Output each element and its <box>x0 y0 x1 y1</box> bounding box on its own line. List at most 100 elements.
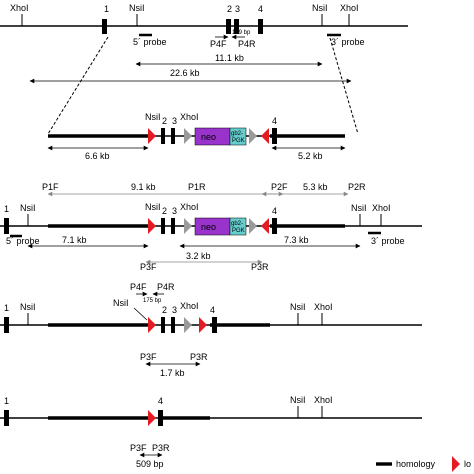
loxp-site <box>261 218 269 234</box>
fragment-7kb-label: 7.1 kb <box>62 235 87 245</box>
xhol-label: XhoI <box>314 395 333 405</box>
probe-3-label: 3´ probe <box>371 236 405 246</box>
legend-loxp-swatch <box>452 456 460 472</box>
floxed-allele: P4F P4R 175 bp NsiI 1 NsiI 2 3 XhoI 4 Ns… <box>0 282 422 378</box>
exon-4-label: 4 <box>272 206 277 216</box>
primer-p4f-label: P4F <box>210 39 227 49</box>
nsil-label: NsiI <box>113 298 129 308</box>
exon-2 <box>161 317 165 333</box>
pcr-3kb-label: 3.2 kb <box>186 251 211 261</box>
primer-p3r-label: P3R <box>251 262 269 272</box>
exon-3-label: 3 <box>235 4 240 14</box>
frt-site <box>249 128 257 144</box>
nsil-label: NsiI <box>129 3 145 13</box>
exon-4-label: 4 <box>272 116 277 126</box>
frt-site <box>184 317 192 333</box>
legend: homology lo <box>376 456 471 472</box>
pgk-label-1: gb2- <box>231 131 243 137</box>
primer-p2r-label: P2R <box>348 182 366 192</box>
exon-2-label: 2 <box>162 116 167 126</box>
arm-5kb-label: 5.2 kb <box>298 151 323 161</box>
exon-2 <box>161 128 165 144</box>
nsil-label: NsiI <box>20 203 36 213</box>
exon-2 <box>161 218 165 234</box>
loxp-site <box>148 218 156 234</box>
homology-left-dashed <box>47 36 109 135</box>
neo-label: neo <box>201 132 216 142</box>
xhol-label: XhoI <box>372 203 391 213</box>
exon-4 <box>158 410 163 426</box>
primer-p1f-label: P1F <box>42 182 59 192</box>
xhol-label: XhoI <box>340 3 359 13</box>
exon-4-label: 4 <box>258 4 263 14</box>
pcr-size-label: 129 bp <box>232 30 251 36</box>
pgk-promoter <box>229 127 247 146</box>
fragment-7kb-label: 7.3 kb <box>284 235 309 245</box>
nsil-label: NsiI <box>20 302 36 312</box>
frt-site <box>184 128 192 144</box>
primer-p1r-label: P1R <box>188 182 206 192</box>
exon-3 <box>171 317 175 333</box>
exon-4 <box>272 128 277 144</box>
exon-3 <box>171 218 175 234</box>
fragment-22kb-label: 22.6 kb <box>170 68 200 78</box>
primer-p3f-label: P3F <box>140 262 157 272</box>
legend-loxp-label: lo <box>464 459 471 469</box>
xhol-label: XhoI <box>180 112 199 122</box>
exon-3-label: 3 <box>172 305 177 315</box>
pgk-label-1: gb2- <box>231 221 243 227</box>
loxp-site <box>199 317 207 333</box>
exon-3-label: 3 <box>172 206 177 216</box>
legend-homology-label: homology <box>396 459 436 469</box>
exon-4 <box>272 218 277 234</box>
primer-p2f-label: P2F <box>271 182 288 192</box>
nsil-label: NsiI <box>145 112 161 122</box>
exon-1-label: 1 <box>4 204 9 214</box>
frt-site <box>249 218 257 234</box>
loxp-site <box>148 410 156 426</box>
homology-right-dashed <box>329 37 359 135</box>
exon-1-label: 1 <box>104 4 109 14</box>
exon-1-label: 1 <box>4 396 9 406</box>
primer-p4r-label: P4R <box>238 39 256 49</box>
wildtype-locus: XhoI 1 NsiI 2 3 4 NsiI XhoI 5´ probe 3´ … <box>0 3 408 135</box>
loxp-site <box>148 317 156 333</box>
exon-2-label: 2 <box>162 305 167 315</box>
primer-p3f-label: P3F <box>130 443 147 453</box>
fragment-11kb-label: 11.1 kb <box>215 53 244 63</box>
primer-p3r-label: P3R <box>190 352 208 362</box>
arm-6kb-label: 6.6 kb <box>85 151 110 161</box>
exon-3 <box>234 19 239 34</box>
nsil-label: NsiI <box>145 202 161 212</box>
probe-5-label: 5´ probe <box>133 37 167 47</box>
xhol-label: XhoI <box>180 301 199 311</box>
nsil-label: NsiI <box>312 3 328 13</box>
pgk-promoter <box>229 217 247 236</box>
xhol-label: XhoI <box>314 302 333 312</box>
probe-3-label: 3´ probe <box>331 37 365 47</box>
exon-2-label: 2 <box>227 4 232 14</box>
probe-5-label: 5´ probe <box>6 236 40 246</box>
pcr-9kb-label: 9.1 kb <box>131 182 156 192</box>
exon-4-label: 4 <box>210 305 215 315</box>
exon-1 <box>4 218 9 234</box>
primer-p3f-label: P3F <box>140 352 157 362</box>
xhol-label: XhoI <box>180 202 199 212</box>
exon-4 <box>212 317 217 333</box>
primer-p3r-label: P3R <box>152 443 170 453</box>
primer-p4f-label: P4F <box>130 282 147 292</box>
exon-2 <box>226 19 231 34</box>
pcr-1kb-label: 1.7 kb <box>160 368 185 378</box>
deleted-allele: 1 4 NsiI XhoI P3F P3R 509 bp <box>0 395 422 469</box>
frt-site <box>184 218 192 234</box>
nsil-label: NsiI <box>351 203 367 213</box>
exon-4 <box>258 19 263 34</box>
exon-1 <box>4 410 9 426</box>
pgk-label-2: PGK <box>232 138 245 144</box>
nsil-label: NsiI <box>290 395 306 405</box>
exon-2-label: 2 <box>162 206 167 216</box>
targeting-vector: neo gb2- PGK NsiI 2 3 XhoI 4 6.6 kb 5.2 … <box>47 112 346 161</box>
exon-4-label: 4 <box>158 396 163 406</box>
exon-3 <box>171 128 175 144</box>
